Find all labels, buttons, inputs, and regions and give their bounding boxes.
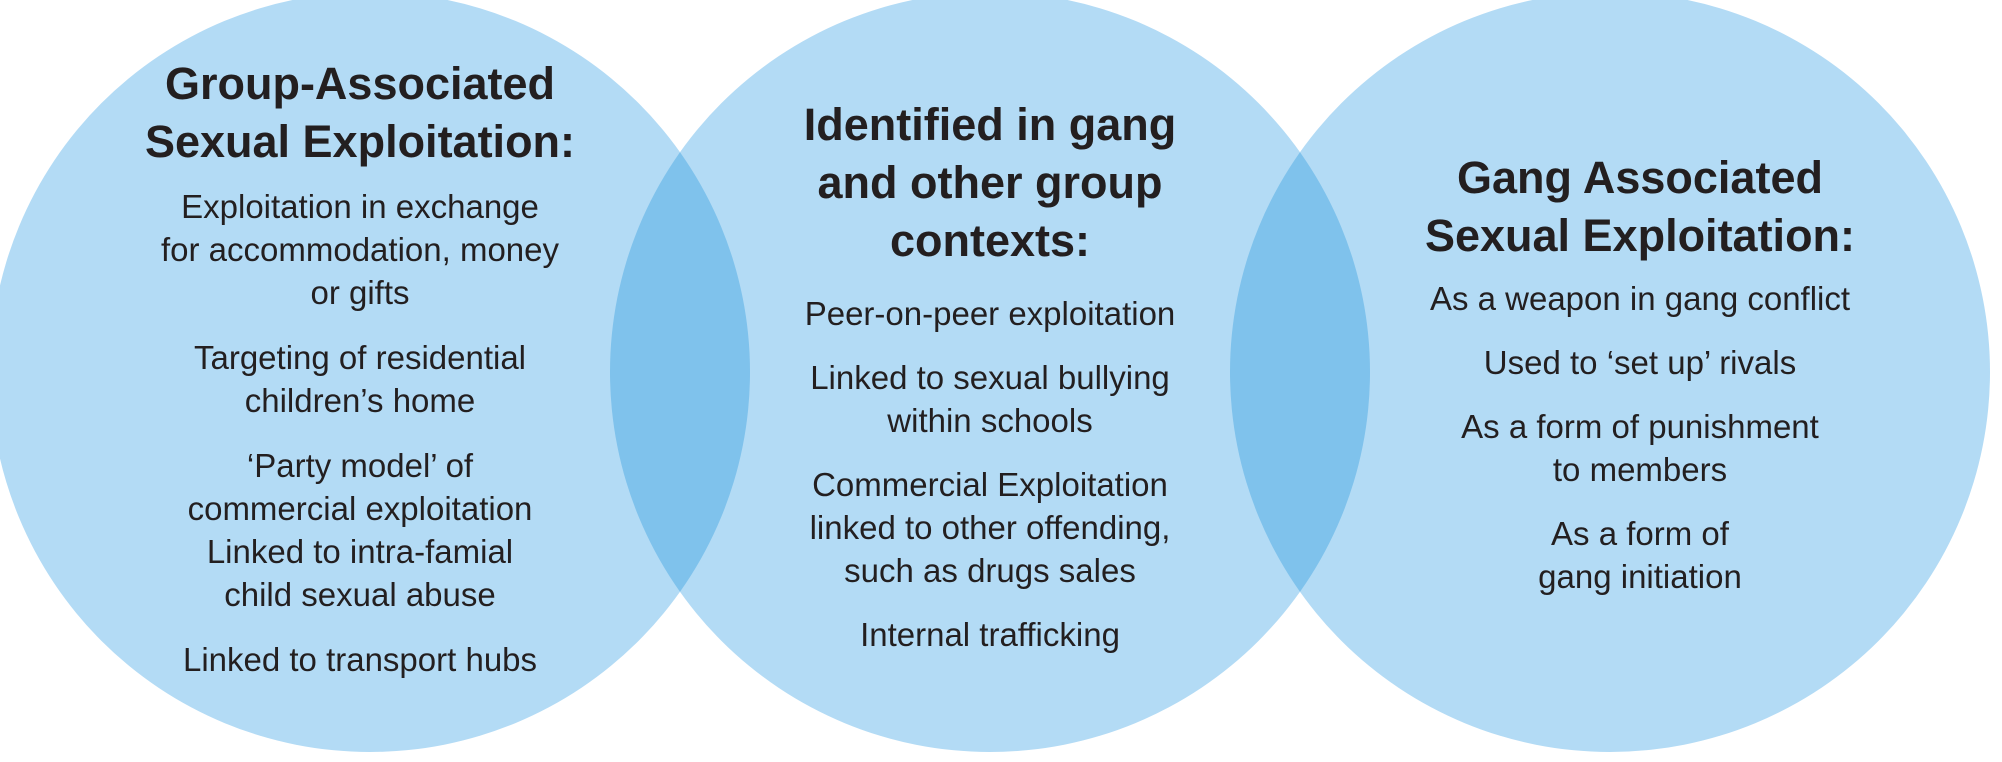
middle-item-line: linked to other offending, (809, 509, 1171, 546)
right-circle-text: Gang Associated Sexual Exploitation: As … (1390, 149, 1890, 598)
right-item-line: As a form of (1551, 515, 1729, 552)
left-item-line: or gifts (310, 274, 410, 311)
middle-item: Internal trafficking (740, 613, 1240, 656)
right-heading-line: Sexual Exploitation: (1424, 210, 1856, 261)
left-item: Linked to transport hubs (110, 638, 610, 681)
middle-item-line: within schools (887, 402, 1093, 439)
right-item-line: As a weapon in gang conflict (1429, 280, 1851, 317)
left-item: Exploitation in exchange for accommodati… (110, 185, 610, 314)
left-item-line: child sexual abuse (224, 576, 496, 613)
right-item-line: Used to ‘set up’ rivals (1483, 344, 1797, 381)
left-item-line: commercial exploitation (187, 490, 533, 527)
left-item-line: children’s home (244, 382, 476, 419)
middle-item-line: Commercial Exploitation (812, 466, 1168, 503)
right-heading-line: Gang Associated (1457, 152, 1823, 203)
left-item-line: Targeting of residential (193, 339, 527, 376)
left-item: Targeting of residential children’s home (110, 336, 610, 422)
left-circle-text: Group-Associated Sexual Exploitation: Ex… (110, 55, 610, 681)
middle-item: Linked to sexual bullying within schools (740, 356, 1240, 442)
right-item: As a form of gang initiation (1390, 512, 1890, 598)
right-heading: Gang Associated Sexual Exploitation: (1390, 149, 1890, 265)
middle-circle-text: Identified in gang and other group conte… (740, 96, 1240, 656)
middle-heading-line: Identified in gang (803, 99, 1177, 150)
circle-right (1230, 0, 1990, 752)
left-item: ‘Party model’ of commercial exploitation (110, 444, 610, 530)
left-item: Linked to intra-famial child sexual abus… (110, 530, 610, 616)
left-heading-line: Group-Associated (164, 58, 556, 109)
right-item-line: to members (1552, 451, 1728, 488)
circle-left (0, 0, 750, 752)
middle-item: Commercial Exploitation linked to other … (740, 463, 1240, 592)
middle-item-line: such as drugs sales (844, 552, 1136, 589)
left-heading-line: Sexual Exploitation: (144, 116, 576, 167)
middle-item-line: Internal trafficking (860, 616, 1120, 653)
middle-heading-line: contexts: (889, 215, 1091, 266)
left-item-line: ‘Party model’ of (246, 447, 474, 484)
left-item-line: Linked to transport hubs (182, 641, 538, 678)
right-item-line: As a form of punishment (1461, 408, 1819, 445)
circle-middle (610, 0, 1370, 752)
middle-heading: Identified in gang and other group conte… (740, 96, 1240, 270)
left-heading: Group-Associated Sexual Exploitation: (110, 55, 610, 171)
middle-item-line: Linked to sexual bullying (810, 359, 1170, 396)
left-item-line: Linked to intra-famial (206, 533, 514, 570)
middle-item-line: Peer-on-peer exploitation (804, 295, 1176, 332)
middle-item: Peer-on-peer exploitation (740, 292, 1240, 335)
left-item-line: for accommodation, money (160, 231, 559, 268)
right-item: As a form of punishment to members (1390, 405, 1890, 491)
middle-heading-line: and other group (817, 157, 1163, 208)
right-item: Used to ‘set up’ rivals (1390, 341, 1890, 384)
right-item: As a weapon in gang conflict (1390, 277, 1890, 320)
left-item-line: Exploitation in exchange (181, 188, 539, 225)
right-item-line: gang initiation (1538, 558, 1742, 595)
